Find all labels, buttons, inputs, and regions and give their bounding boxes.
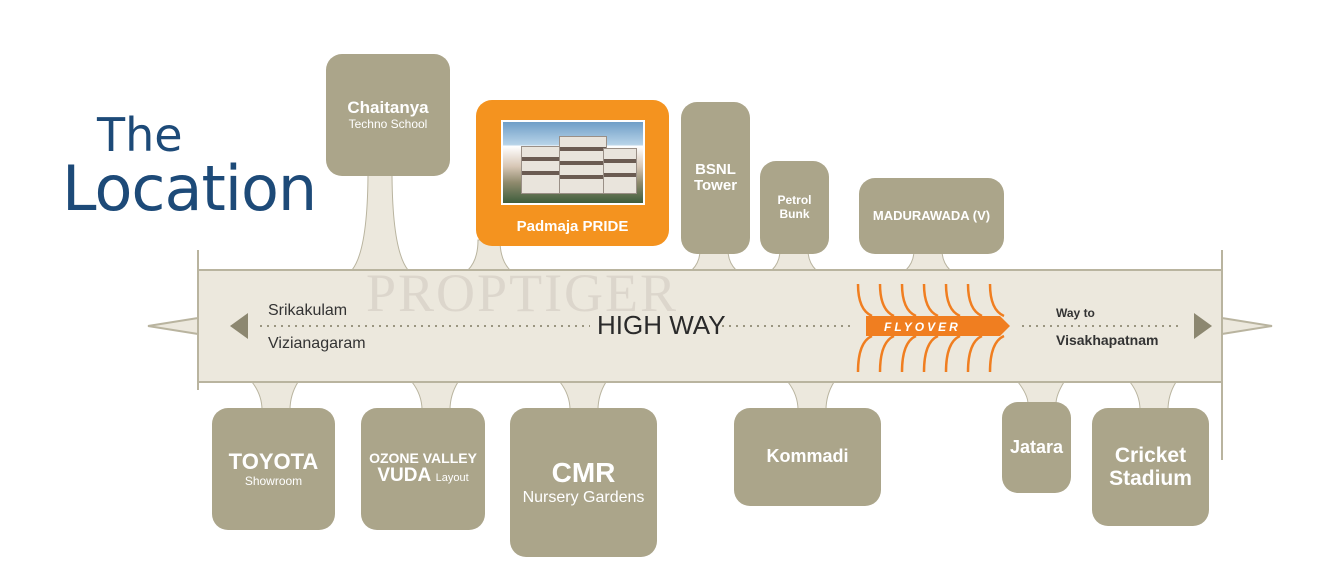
- landmark-padmaja-pride[interactable]: Padmaja PRIDE: [476, 100, 669, 246]
- west-arrow-icon: [230, 313, 248, 339]
- landmark-madurawada[interactable]: MADURAWADA (V): [859, 178, 1004, 254]
- landmark-sub: Showroom: [244, 473, 303, 488]
- east-way-to: Way to: [1056, 306, 1095, 320]
- landmark-cmr[interactable]: CMR Nursery Gardens: [510, 408, 657, 557]
- landmark-petrol-bunk[interactable]: Petrol Bunk: [760, 161, 829, 254]
- title-line-1: The: [97, 108, 183, 162]
- east-arrow-icon: [1194, 313, 1212, 339]
- landmark-name: Jatara: [1009, 436, 1064, 457]
- landmark-name: Chaitanya: [347, 98, 429, 118]
- landmark-ozone-valley[interactable]: OZONE VALLEY VUDA Layout: [361, 408, 485, 530]
- landmark-name: MADURAWADA (V): [872, 207, 991, 223]
- landmark-line-1: Petrol: [777, 193, 812, 208]
- landmark-chaitanya[interactable]: Chaitanya Techno School: [326, 54, 450, 176]
- landmark-jatara[interactable]: Jatara: [1002, 402, 1071, 493]
- west-destination-2: Vizianagaram: [268, 335, 366, 352]
- landmark-name: Padmaja PRIDE: [516, 218, 629, 235]
- landmark-line-2: Tower: [693, 177, 738, 194]
- landmark-name: Kommadi: [766, 446, 849, 467]
- project-photo: [500, 120, 645, 205]
- west-destination-1: Srikakulam: [268, 302, 348, 319]
- landmark-sub: Techno School: [348, 116, 428, 131]
- landmark-name: CMR: [551, 457, 616, 489]
- landmark-line-2: Bunk: [779, 206, 810, 221]
- landmark-line-2: Stadium: [1109, 467, 1192, 490]
- flyover-label: FLYOVER: [884, 320, 961, 334]
- watermark: PROPTIGER: [366, 263, 679, 323]
- landmark-toyota[interactable]: TOYOTA Showroom: [212, 408, 335, 530]
- landmark-line-1: OZONE VALLEY: [369, 449, 477, 466]
- east-destination: Visakhapatnam: [1056, 332, 1159, 348]
- landmark-name: TOYOTA: [228, 449, 319, 475]
- landmark-bsnl-tower[interactable]: BSNL Tower: [681, 102, 750, 254]
- landmark-line-2: VUDA: [377, 465, 432, 487]
- landmark-cricket-stadium[interactable]: Cricket Stadium: [1092, 408, 1209, 526]
- landmark-line-1: BSNL: [695, 160, 736, 178]
- landmark-sub: Layout: [435, 472, 469, 485]
- title-line-2: Location: [62, 152, 317, 225]
- flyover-icon: [856, 283, 1010, 373]
- landmark-kommadi[interactable]: Kommadi: [734, 408, 881, 506]
- highway-label: HIGH WAY: [597, 310, 726, 340]
- landmark-line-1: Cricket: [1114, 443, 1187, 467]
- landmark-sub: Nursery Gardens: [522, 489, 645, 507]
